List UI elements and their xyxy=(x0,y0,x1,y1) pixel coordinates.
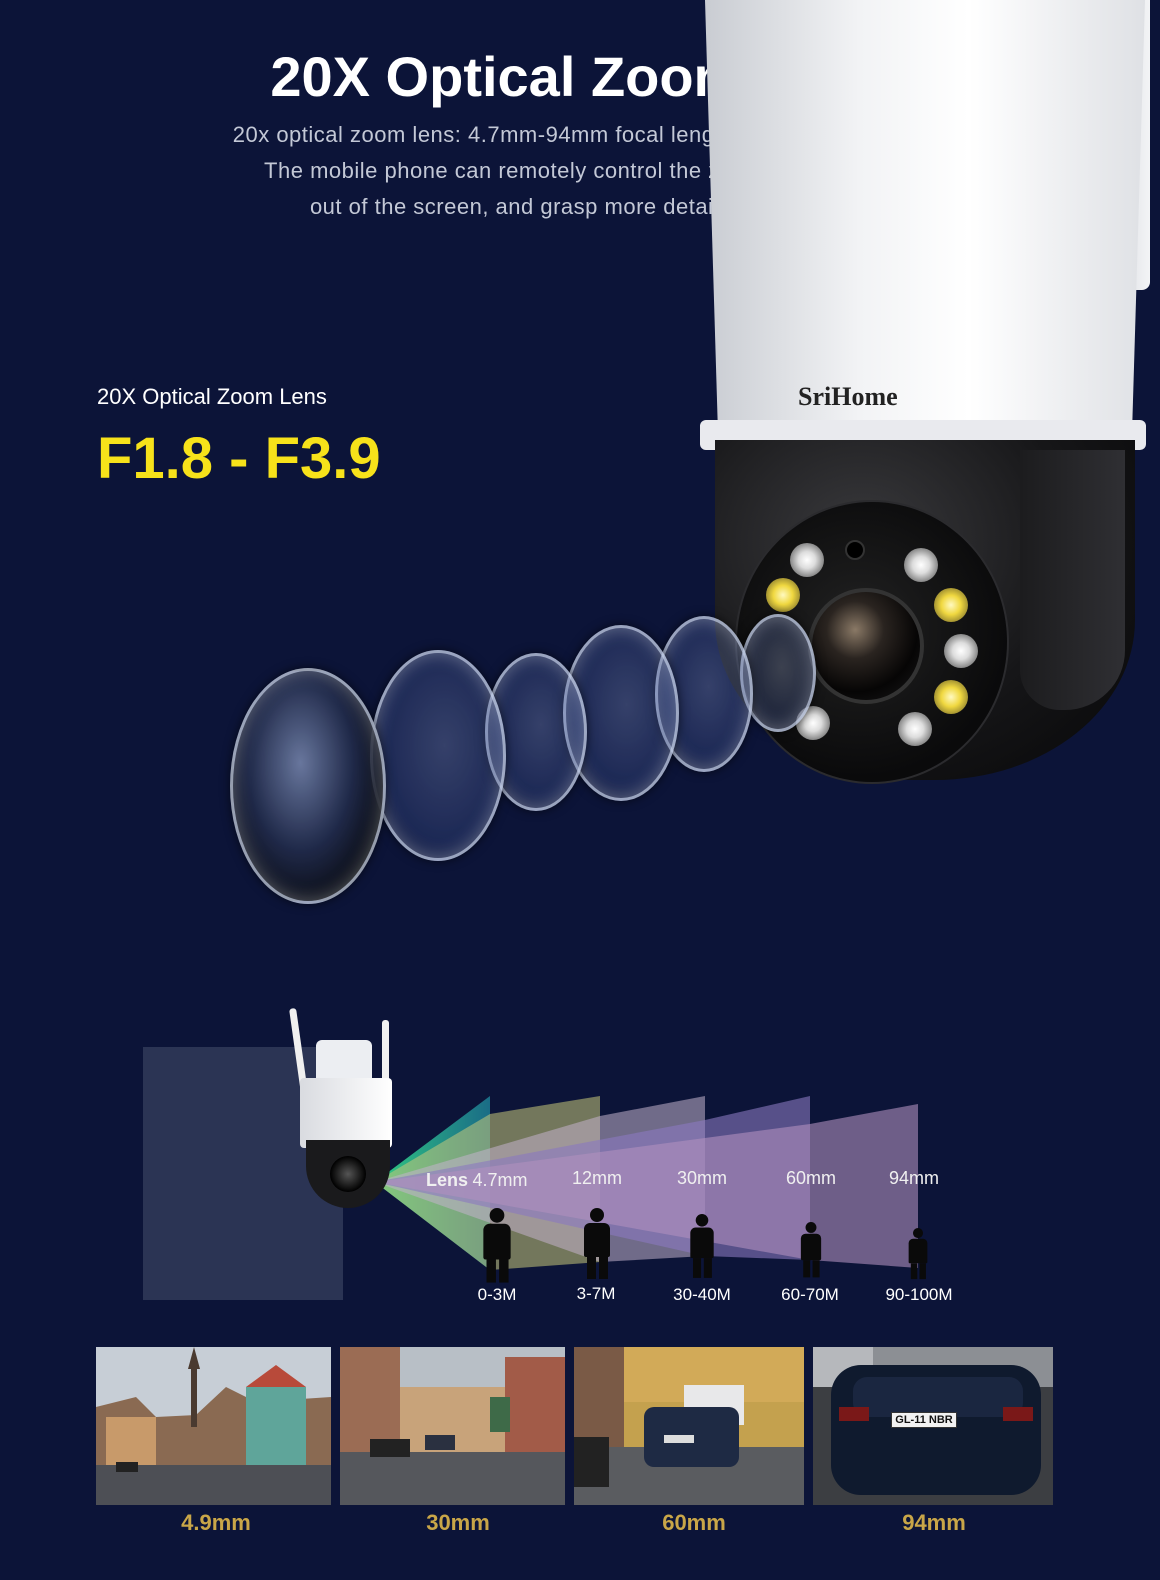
distance-label: 90-100M xyxy=(885,1285,953,1304)
led-light-icon xyxy=(904,548,938,582)
small-camera xyxy=(289,1007,396,1213)
focal-length-label: 60mm xyxy=(786,1168,837,1188)
ir-sensor-icon xyxy=(845,540,865,560)
person-icon xyxy=(908,1228,928,1280)
led-light-icon xyxy=(790,543,824,577)
led-light-icon xyxy=(934,680,968,714)
aperture-range: F1.8 - F3.9 xyxy=(97,426,381,491)
lens-step-0: Lens 4.7mm xyxy=(426,1170,527,1191)
led-light-icon xyxy=(898,712,932,746)
led-light-icon xyxy=(944,634,978,668)
distance-label: 3-7M xyxy=(576,1284,616,1303)
zoom-photo-60mm xyxy=(574,1347,804,1505)
photo-caption: 4.9mm xyxy=(181,1510,251,1535)
focal-length-label: 94mm xyxy=(889,1168,940,1188)
beam-94mm xyxy=(375,1104,918,1268)
zoom-photo-30mm xyxy=(340,1347,565,1505)
person-icon xyxy=(483,1208,511,1283)
distance-label: 30-40M xyxy=(673,1285,731,1304)
photo-caption: 94mm xyxy=(902,1510,966,1535)
lens-prefix: Lens xyxy=(426,1170,469,1190)
zoom-photo-94mm: GL-11 NBR xyxy=(813,1347,1053,1505)
license-plate: GL-11 NBR xyxy=(891,1412,957,1428)
distance-label: 0-3M xyxy=(477,1285,517,1304)
distance-label: 60-70M xyxy=(781,1285,839,1304)
camera-dome-side xyxy=(1020,450,1125,710)
focal-length-label: 4.7mm xyxy=(472,1170,528,1190)
zoom-beam-diagram xyxy=(375,1096,918,1270)
feature-label: 20X Optical Zoom Lens xyxy=(97,384,327,409)
lens-element xyxy=(740,614,816,732)
zoom-photo-4-9mm xyxy=(96,1347,331,1505)
person-icon xyxy=(800,1222,822,1278)
lens-element xyxy=(370,650,506,861)
led-light-icon xyxy=(934,588,968,622)
focal-length-label: 12mm xyxy=(572,1168,623,1188)
photo-caption: 30mm xyxy=(426,1510,490,1535)
brand-logo: SriHome xyxy=(798,382,898,411)
led-light-icon xyxy=(766,578,800,612)
person-icon xyxy=(690,1214,714,1278)
photo-caption: 60mm xyxy=(662,1510,726,1535)
camera-housing xyxy=(705,0,1145,440)
focal-length-label: 30mm xyxy=(677,1168,728,1188)
person-icon xyxy=(584,1208,610,1279)
camera-main-lens xyxy=(808,588,924,704)
lens-element-front xyxy=(230,668,386,904)
